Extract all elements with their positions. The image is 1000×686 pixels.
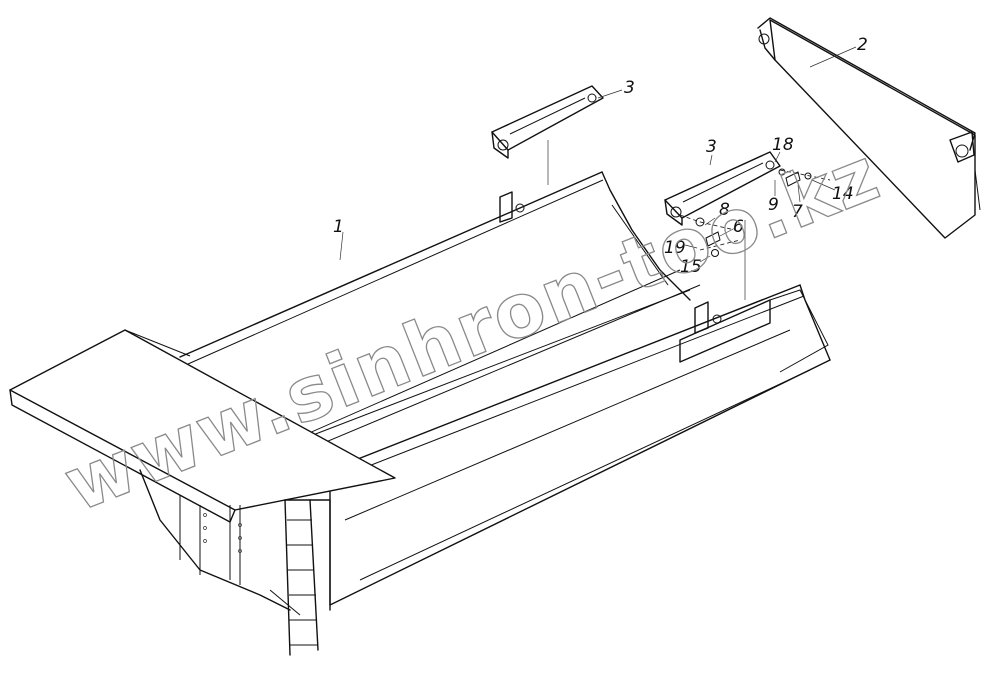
callout-8: 8 [719,200,730,220]
callout-18: 18 [772,135,794,155]
callout-2: 2 [857,35,868,55]
hinge-bracket-upper [491,85,604,159]
watermark: www.sinhron-too.kz [52,130,892,529]
callout-15: 15 [680,257,702,277]
callout-1: 1 [333,217,344,237]
callout-3-upper: 3 [624,78,635,98]
leader-lines [339,46,857,263]
callout-6: 6 [733,217,744,237]
callout-7: 7 [792,202,803,222]
callout-14: 14 [832,184,854,204]
callout-3-lower: 3 [706,137,717,157]
side-panel [757,17,981,239]
watermark-text: www.sinhron-too.kz [53,131,892,529]
dump-body [9,171,831,656]
callouts: 1 2 3 3 18 9 7 14 8 6 19 15 [333,35,868,277]
callout-19: 19 [664,238,686,258]
assembly-lines [547,140,831,300]
callout-9: 9 [768,195,779,215]
hinge-bracket-lower [664,151,781,226]
